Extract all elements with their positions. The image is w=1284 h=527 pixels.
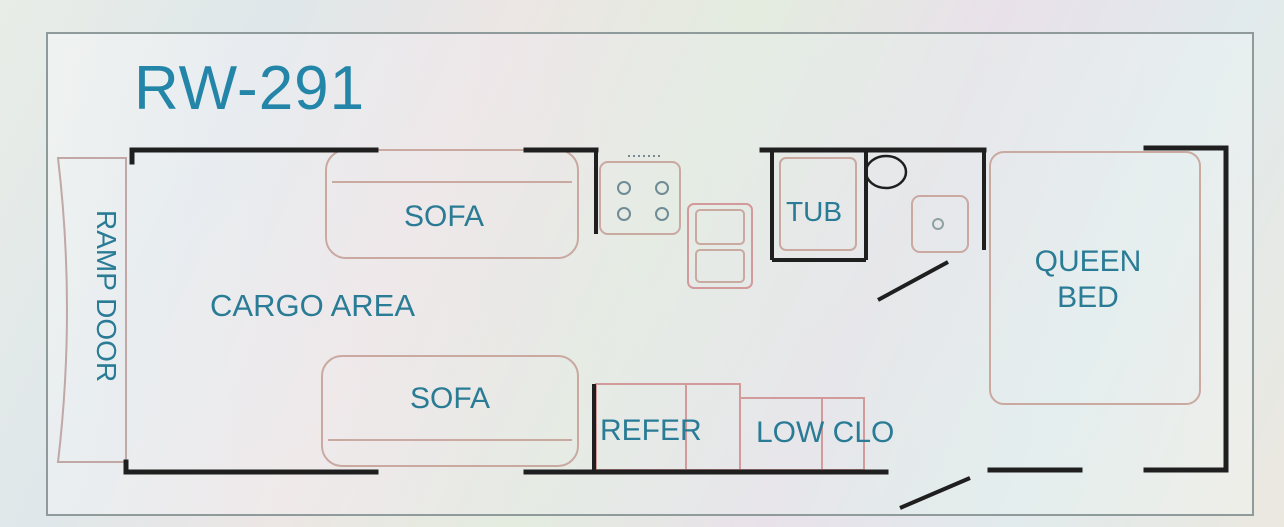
interior-walls xyxy=(592,150,986,510)
refer-label: REFER xyxy=(600,414,702,447)
tub-label: TUB xyxy=(786,196,842,227)
ramp-door-outline xyxy=(56,157,127,463)
sofa-top-shape xyxy=(325,149,579,259)
tub-shape xyxy=(779,157,857,251)
sofa-bottom-shape xyxy=(321,355,579,467)
exterior-walls xyxy=(123,145,1229,475)
cargo-area-label: CARGO AREA xyxy=(210,288,415,323)
queen-bed-label: QUEEN BED xyxy=(1034,245,1142,314)
toilet-shape xyxy=(864,154,908,190)
sofa-bottom-label: SOFA xyxy=(410,382,491,415)
model-title: RW-291 xyxy=(134,54,366,123)
low-clo-label: LOW CLO xyxy=(756,416,895,449)
stove-range xyxy=(599,155,681,235)
sofa-top-label: SOFA xyxy=(404,200,485,233)
floorplan-frame xyxy=(46,32,1254,516)
queen-bed-shape xyxy=(989,151,1201,405)
ramp-door-label: RAMP DOOR xyxy=(91,209,122,383)
kitchen-sink xyxy=(687,203,753,289)
bath-sink xyxy=(911,195,969,253)
